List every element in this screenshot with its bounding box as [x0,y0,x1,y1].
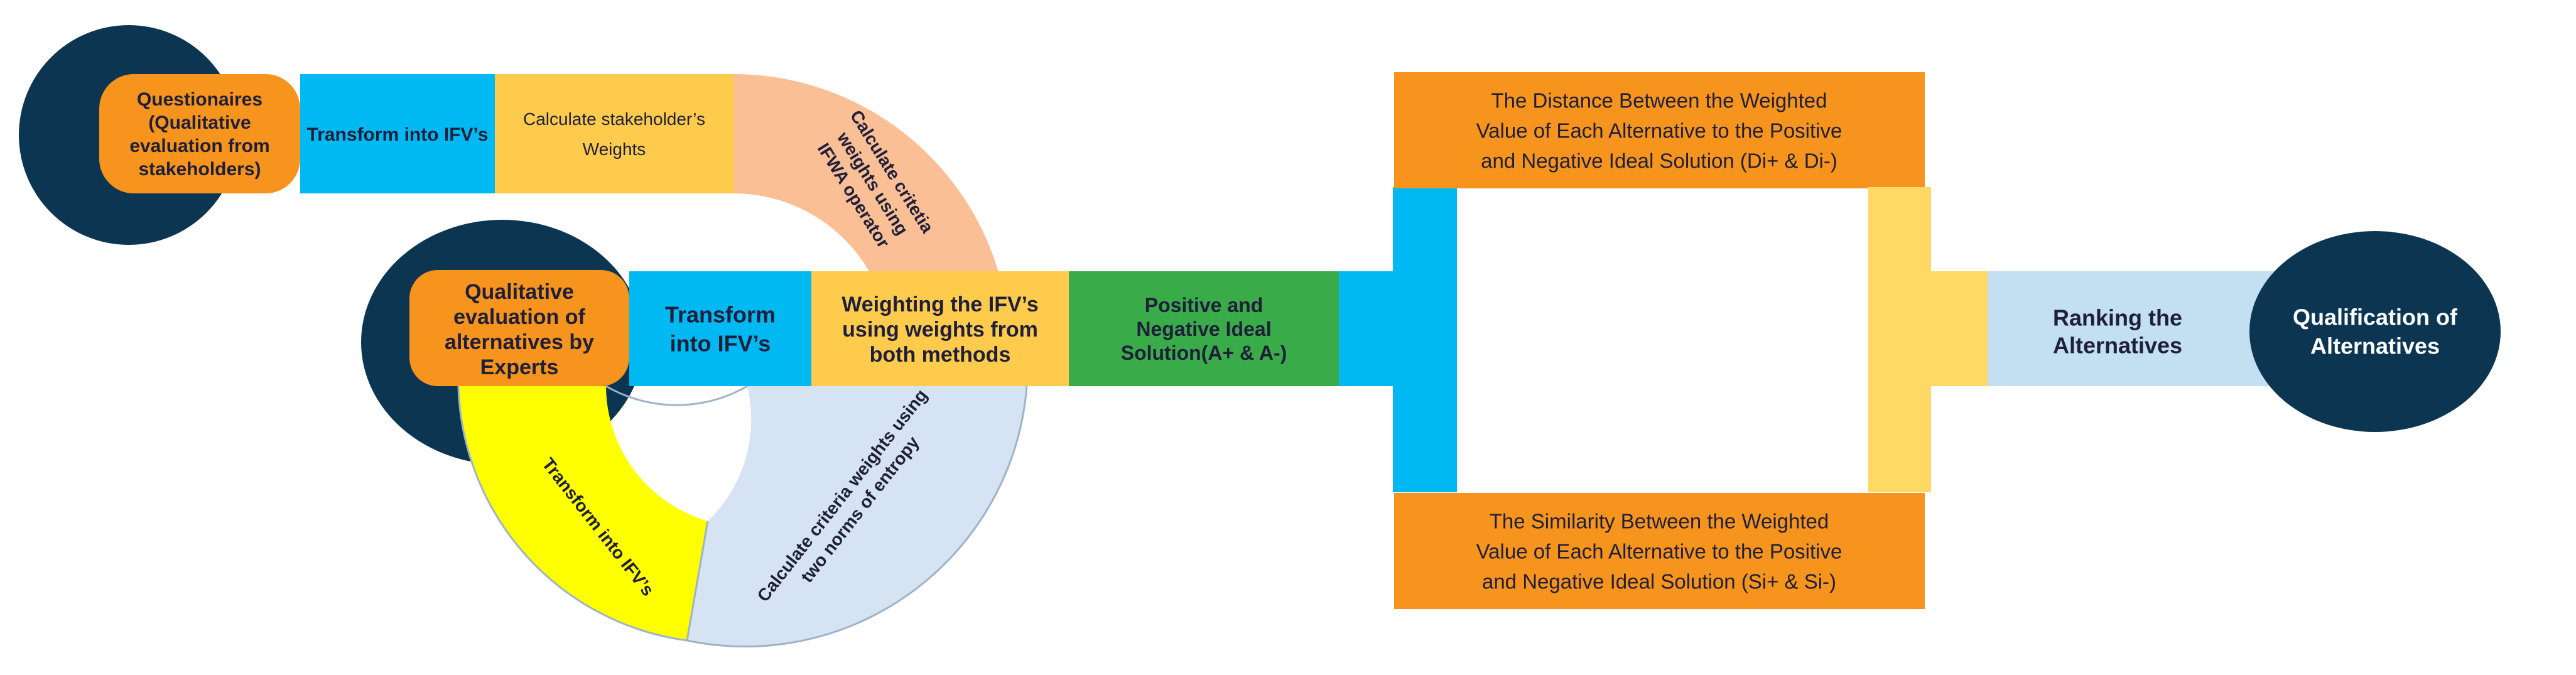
text-line: Value of Each Alternative to the Positiv… [1476,540,1843,563]
text-line: stakeholders) [138,159,261,180]
ideal-solution-box [1069,271,1339,386]
transform-ifv-box-mid [629,271,811,386]
text-line: using weights from [842,318,1038,342]
stakeholder-weights-box [495,74,733,193]
text-line: Weights [583,139,646,159]
text-line: Calculate stakeholder’s [523,109,705,129]
text-line: Value of Each Alternative to the Positiv… [1476,119,1843,143]
distance-box [1394,72,1925,188]
text-line: Ranking the [2053,305,2182,331]
transform-ifv-label-top: Transform into IFV’s [307,124,489,145]
text-line: Questionaires [137,89,262,110]
ring-outline [457,385,1028,648]
qualification-label: Qualification of Alternatives [2293,305,2458,359]
ranking-box [1988,271,2283,386]
text-line: The Distance Between the Weighted [1491,89,1827,112]
expert-evaluation-box [409,270,629,386]
transform-arc [458,386,708,640]
distance-vertical-bar [1393,187,1457,492]
text-line: (Qualitative [148,112,251,133]
weighting-box [811,271,1069,386]
connector-bar-right [1931,271,1988,386]
text-line: Qualification of [2293,305,2458,330]
text-line: Alternatives [2310,333,2440,359]
similarity-vertical-bar [1868,187,1931,492]
text-line: Experts [480,355,559,379]
text-line: Positive and [1145,294,1264,316]
text-line: evaluation of [453,305,585,329]
text-line: evaluation from [129,136,269,156]
text-line: both methods [870,343,1011,367]
text-line: and Negative Ideal Solution (Si+ & Si-) [1482,570,1836,593]
questionnaire-box [99,74,300,193]
text-line: and Negative Ideal Solution (Di+ & Di-) [1481,149,1837,173]
ring-divider [686,521,709,641]
text-line: Qualitative [465,280,574,304]
text-line: Weighting the IFV’s [842,293,1039,316]
text-line: into IFV’s [670,331,771,357]
entropy-arc [687,386,1027,647]
text-line: alternatives by [445,330,594,354]
qualification-ellipse [2249,231,2501,432]
transform-ifv-box-top [300,74,495,193]
similarity-box [1394,493,1925,609]
text-line: Solution(A+ & A-) [1121,342,1287,364]
text-line: Alternatives [2053,333,2182,359]
questionnaire-label: Questionaires(Qualitative evaluation from… [129,89,269,180]
transform-ifv-label-mid: Transform into IFV’s [665,302,776,357]
text-line: Negative Ideal [1136,318,1271,340]
text-line: The Similarity Between the Weighted [1490,510,1829,533]
text-line: Transform [665,302,776,328]
